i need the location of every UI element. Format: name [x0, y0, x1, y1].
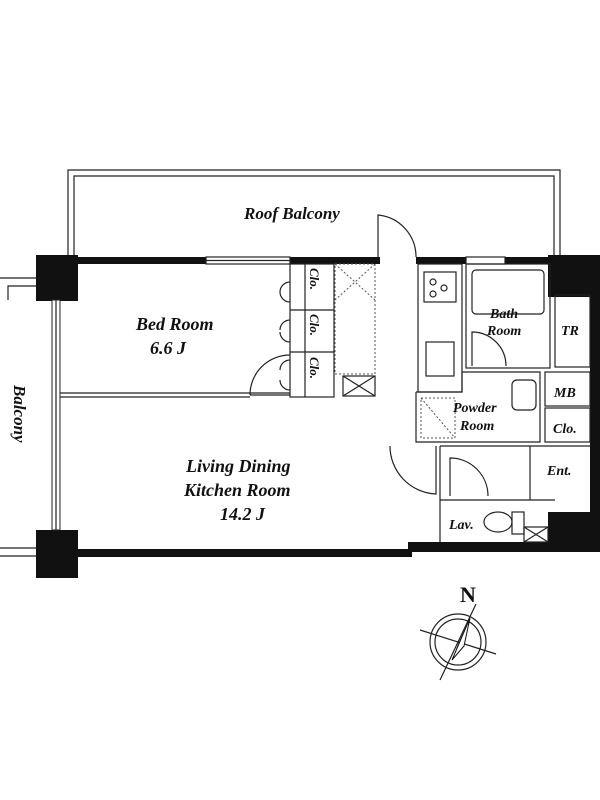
ldk-label-line1: Living Dining [185, 456, 291, 476]
closet-label-1: Clo. [307, 268, 322, 290]
closet-label-2: Clo. [307, 314, 322, 336]
bath-label-line2: Room [486, 324, 521, 339]
closet-label-3: Clo. [307, 357, 322, 379]
ldk-label-line2: Kitchen Room [183, 480, 291, 500]
compass-north-label: N [460, 582, 476, 607]
entrance-label: Ent. [546, 464, 572, 479]
roof-balcony [67, 169, 561, 258]
ldk-size: 14.2 J [220, 504, 266, 524]
bath-label-line1: Bath [489, 307, 518, 322]
mb-label: MB [553, 386, 576, 401]
powder-label-line1: Powder [453, 401, 497, 416]
compass-icon [419, 603, 497, 681]
lavatory-label: Lav. [448, 518, 474, 533]
tr-label: TR [561, 324, 579, 339]
balcony-label: Balcony [10, 384, 29, 443]
powder-label-line2: Room [459, 419, 494, 434]
left-balcony [0, 277, 36, 557]
partitions [60, 214, 591, 543]
roof-balcony-label: Roof Balcony [243, 204, 340, 223]
walls [36, 255, 600, 578]
bedroom-label: Bed Room [135, 314, 214, 334]
closet-label-4: Clo. [553, 422, 577, 437]
bedroom-size: 6.6 J [150, 338, 187, 358]
